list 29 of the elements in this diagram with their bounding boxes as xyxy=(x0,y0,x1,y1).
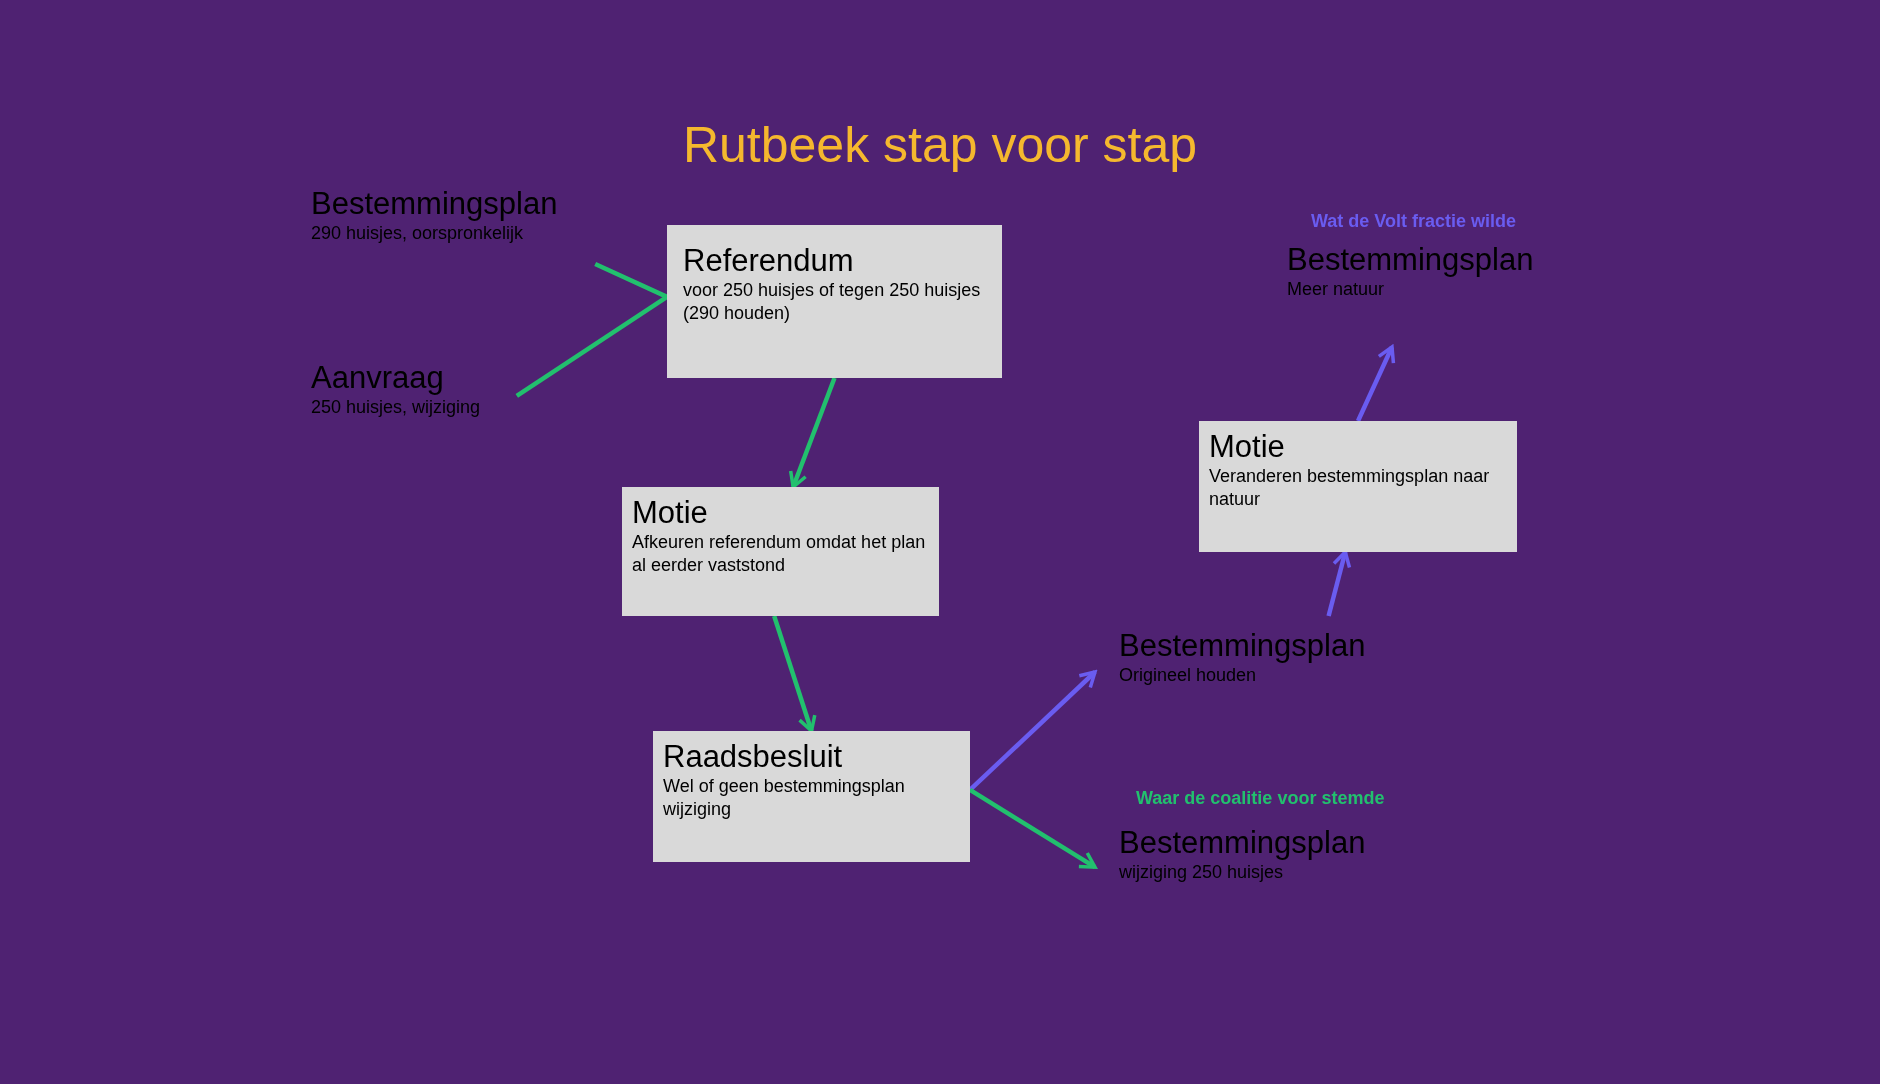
node-description: Wel of geen bestemmingsplan wijziging xyxy=(663,775,906,821)
node-heading: Bestemmingsplan xyxy=(1119,825,1367,861)
node-heading: Bestemmingsplan xyxy=(311,186,559,222)
node-heading: Raadsbesluit xyxy=(663,739,844,775)
annotation-text: Wat de Volt fractie wilde xyxy=(1311,210,1517,233)
node-heading: Motie xyxy=(1209,429,1286,465)
title: Rutbeek stap voor stap xyxy=(681,116,1199,175)
node-description: Origineel houden xyxy=(1119,664,1258,687)
arrow xyxy=(772,615,817,733)
node-description: voor 250 huisjes of tegen 250 huisjes (290 houden) xyxy=(683,279,982,325)
node-description: 290 huisjes, oorspronkelijk xyxy=(311,222,525,245)
annotation-text: Waar de coalitie voor stemde xyxy=(1136,787,1385,810)
node-description: Meer natuur xyxy=(1287,278,1386,301)
node-heading: Aanvraag xyxy=(311,360,445,396)
arrow xyxy=(788,377,837,489)
node-description: Veranderen bestemmingsplan naar natuur xyxy=(1209,465,1491,511)
node-description: 250 huisjes, wijziging xyxy=(311,396,482,419)
node-description: Afkeuren referendum omdat het plan al eerder vaststond xyxy=(632,531,927,577)
arrow xyxy=(1355,345,1396,422)
process-box xyxy=(653,731,970,862)
node-heading: Bestemmingsplan xyxy=(1287,242,1535,278)
arrow xyxy=(1326,550,1352,617)
node-description: wijziging 250 huisjes xyxy=(1119,861,1285,884)
node-heading: Referendum xyxy=(683,243,855,279)
process-box xyxy=(622,487,939,616)
process-box xyxy=(1199,421,1517,552)
process-box xyxy=(667,225,1002,378)
node-heading: Motie xyxy=(632,495,709,531)
node-heading: Bestemmingsplan xyxy=(1119,628,1367,664)
